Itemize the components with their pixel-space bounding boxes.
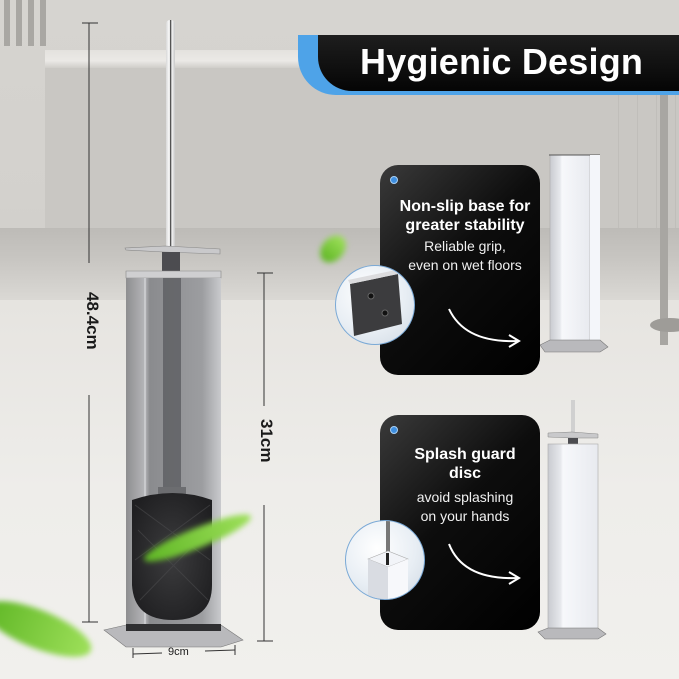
banner-background [318,35,679,91]
bullet-dot-icon [390,426,398,434]
background-pole [660,95,668,345]
feature-description: avoid splashing on your hands [416,489,514,524]
base-bottom-detail-icon [335,265,415,345]
total-height-label: 48.4cm [83,292,102,350]
bullet-dot-icon [390,176,398,184]
radiator [0,0,50,50]
feature-heading: Splash guard disc [414,446,516,482]
feature-card-non-slip-base: Non-slip base for greater stability Reli… [380,165,540,375]
curved-arrow-icon [448,308,521,348]
feature-card-splash-guard: Splash guard disc avoid splashing on you… [380,415,540,630]
feature-description: Reliable grip, even on wet floors [408,238,522,273]
page-title: Hygienic Design [360,41,644,82]
feature-heading: Non-slip base for greater stability [399,198,531,234]
base-width-label: 9cm [168,646,189,658]
curved-arrow-icon [448,543,521,585]
splash-guard-detail-icon [345,520,425,600]
header-banner: Hygienic Design [298,35,679,95]
background-pole-base [650,318,679,332]
holder-height-label: 31cm [257,419,276,463]
